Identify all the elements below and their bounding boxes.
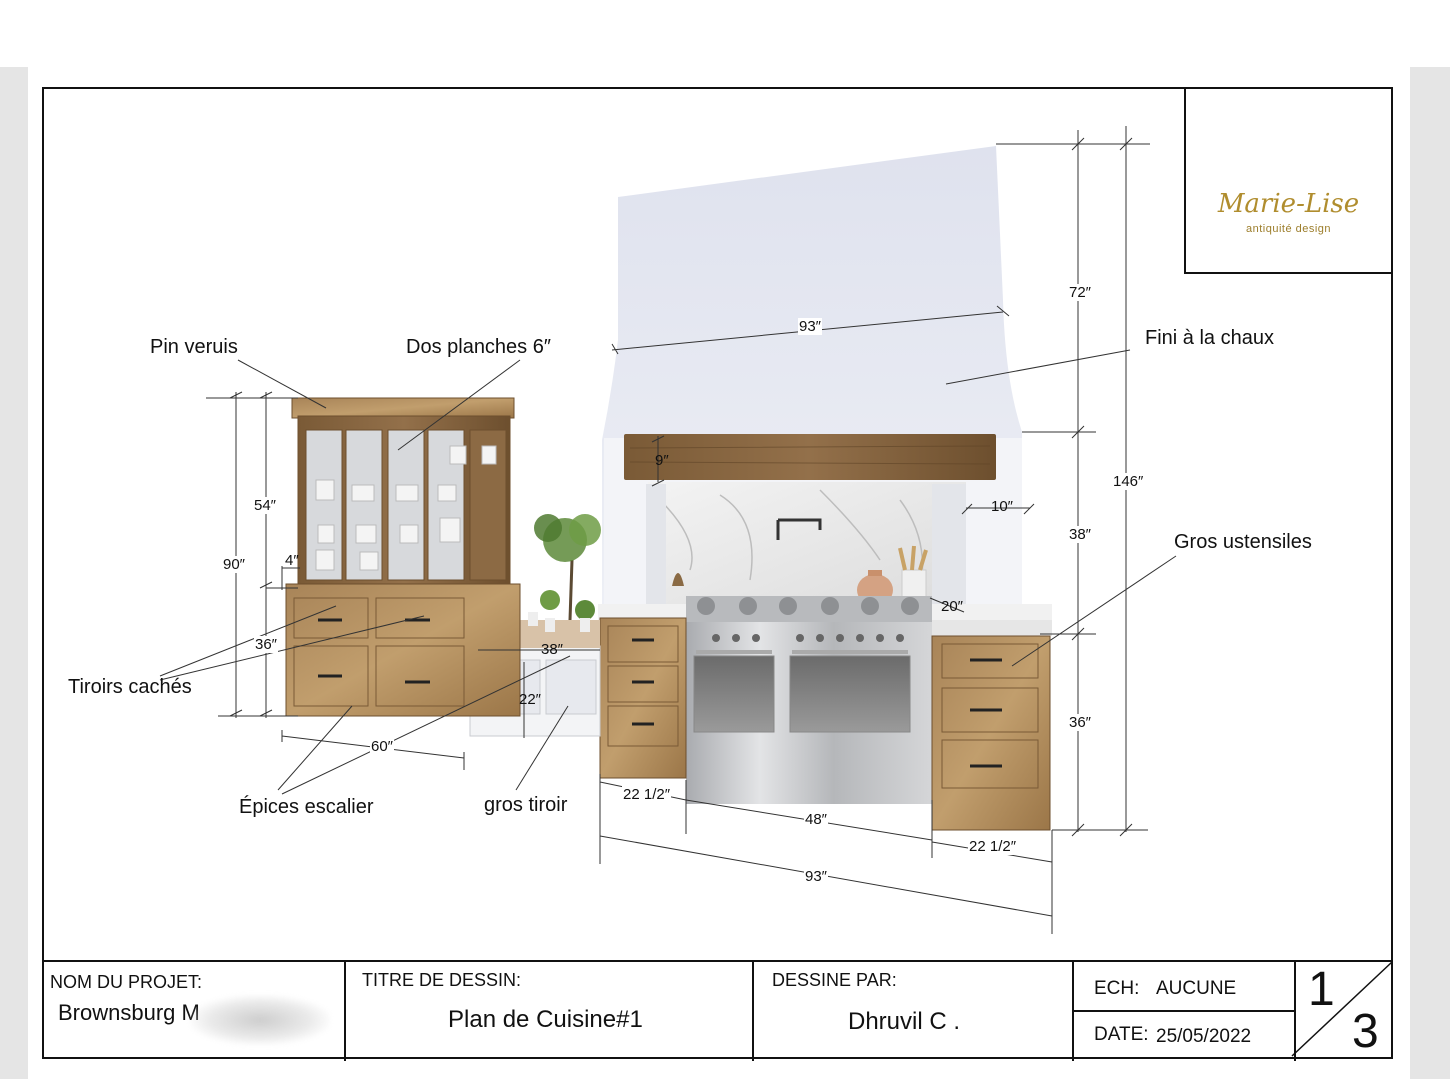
dim-base-right: 22 1/2″	[968, 838, 1018, 855]
dim-bench-22: 22″	[519, 691, 541, 708]
dim-hutch-36: 36″	[254, 636, 278, 653]
dim-base-93: 93″	[804, 868, 828, 885]
date-label: DATE:	[1094, 1024, 1149, 1045]
logo-box: Marie-Lise antiquité design	[1184, 87, 1393, 274]
left-margin	[0, 67, 28, 1079]
drawn-by-label: DESSINE PAR:	[772, 970, 897, 990]
drawing-frame	[42, 87, 1393, 1059]
dim-base-48: 48″	[804, 811, 828, 828]
page-divider	[1294, 962, 1296, 1061]
annotation-epices-escalier: Épices escalier	[239, 796, 374, 818]
dim-total-146: 146″	[1112, 473, 1145, 490]
scale-date-cell: ECH: AUCUNE DATE: 25/05/2022	[1074, 962, 1294, 1061]
dim-hutch-4: 4″	[285, 552, 299, 569]
dim-right-38: 38″	[1068, 526, 1092, 543]
project-label: NOM DU PROJET:	[50, 972, 203, 992]
dim-niche-20: 20″	[941, 598, 963, 615]
annotation-gros-tiroir: gros tiroir	[484, 794, 568, 816]
project-value: Brownsburg M	[58, 1000, 200, 1025]
scale-label: ECH:	[1094, 978, 1140, 999]
dim-base-left: 22 1/2″	[622, 786, 672, 803]
annotation-tiroirs-caches: Tiroirs cachés	[68, 676, 192, 698]
brand-tagline: antiquité design	[1245, 223, 1332, 235]
scale-value: AUCUNE	[1156, 978, 1237, 999]
annotation-fini-chaux: Fini à la chaux	[1145, 327, 1274, 349]
title-block: NOM DU PROJET: Brownsburg M TITRE DE DES…	[42, 960, 1393, 1061]
page-total: 3	[1352, 1005, 1379, 1058]
drawn-by-cell: DESSINE PAR: Dhruvil C .	[754, 962, 1074, 1061]
project-cell: NOM DU PROJET: Brownsburg M	[42, 962, 346, 1061]
dim-bench-38: 38″	[541, 641, 563, 658]
title-cell: TITRE DE DESSIN: Plan de Cuisine#1	[346, 962, 754, 1061]
dim-hutch-54: 54″	[253, 497, 277, 514]
dim-right-36: 36″	[1068, 714, 1092, 731]
dim-hutch-90: 90″	[222, 556, 246, 573]
annotation-gros-ustensiles: Gros ustensiles	[1174, 531, 1312, 553]
redaction-blur	[190, 995, 330, 1045]
dim-beam-9: 9″	[655, 452, 669, 469]
drawn-by-value: Dhruvil C .	[848, 1008, 961, 1035]
right-margin	[1410, 67, 1450, 1079]
page-current: 1	[1308, 963, 1335, 1016]
title-label: TITRE DE DESSIN:	[362, 970, 522, 990]
dim-niche-10: 10″	[991, 498, 1013, 515]
dim-hood-93: 93″	[798, 318, 822, 335]
brand-name: Marie-Lise	[1217, 189, 1360, 219]
date-value: 25/05/2022	[1156, 1026, 1252, 1047]
annotation-pin-veruis: Pin veruis	[150, 336, 238, 358]
dim-hutch-60: 60″	[370, 738, 394, 755]
scale-date-divider	[1074, 1010, 1294, 1012]
dim-right-72: 72″	[1068, 284, 1092, 301]
title-value: Plan de Cuisine#1	[448, 1006, 643, 1033]
annotation-dos-planches: Dos planches 6″	[406, 336, 551, 358]
